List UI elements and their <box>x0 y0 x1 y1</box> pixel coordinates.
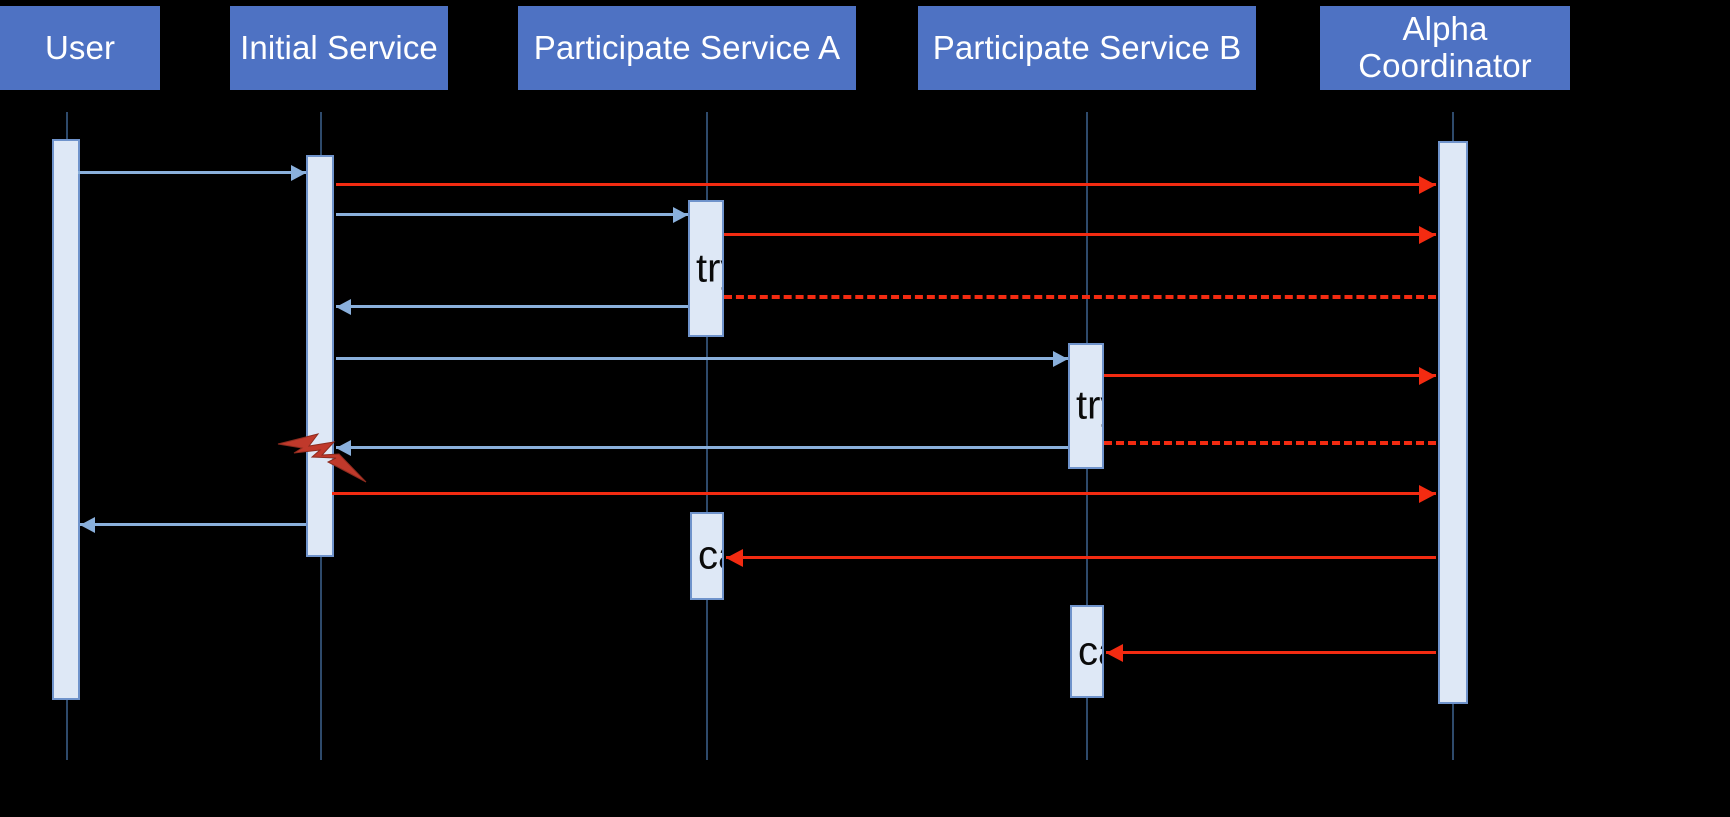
arrowhead-right-icon <box>1419 226 1436 244</box>
activation-label-service-a-cancel: cancel <box>698 533 722 578</box>
participant-alpha-coordinator[interactable]: Alpha Coordinator <box>1320 6 1570 90</box>
message-shaft <box>78 171 306 174</box>
activation-label-service-a-try: try <box>696 246 722 290</box>
activation-service-b-cancel[interactable]: cancel <box>1070 605 1104 698</box>
arrowhead-left-icon <box>336 299 351 315</box>
activation-alpha-coordinator[interactable] <box>1438 141 1468 704</box>
arrowhead-right-icon <box>673 207 688 223</box>
activation-initial-service[interactable] <box>306 155 334 557</box>
message-shaft <box>80 523 306 526</box>
message-shaft <box>336 305 688 308</box>
arrowhead-left-icon <box>1106 644 1123 662</box>
activation-service-a-cancel[interactable]: cancel <box>690 512 724 600</box>
arrowhead-left-icon <box>336 440 351 456</box>
activation-service-a-try[interactable]: try <box>688 200 724 337</box>
message-shaft <box>724 233 1436 236</box>
message-shaft <box>1104 441 1436 445</box>
arrowhead-right-icon <box>291 165 306 181</box>
message-shaft <box>724 295 1436 299</box>
message-shaft <box>336 183 1436 186</box>
arrowhead-left-icon <box>726 549 743 567</box>
activation-service-b-try[interactable]: try <box>1068 343 1104 469</box>
arrowhead-right-icon <box>1419 367 1436 385</box>
arrowhead-left-icon <box>80 517 95 533</box>
activation-label-service-b-try: try <box>1076 383 1102 428</box>
arrowhead-right-icon <box>1053 351 1068 367</box>
message-shaft <box>336 357 1068 360</box>
participant-user[interactable]: User <box>0 6 160 90</box>
activation-label-service-b-cancel: cancel <box>1078 629 1102 673</box>
message-shaft <box>1104 374 1436 377</box>
activation-user[interactable] <box>52 139 80 700</box>
message-shaft <box>332 492 1436 495</box>
participant-initial-service[interactable]: Initial Service <box>230 6 448 90</box>
participant-participate-service-a[interactable]: Participate Service A <box>518 6 856 90</box>
lifeline-service-a <box>706 112 708 760</box>
participant-participate-service-b[interactable]: Participate Service B <box>918 6 1256 90</box>
message-shaft <box>726 556 1436 559</box>
arrowhead-right-icon <box>1419 485 1436 503</box>
message-shaft <box>336 446 1068 449</box>
message-shaft <box>336 213 688 216</box>
message-shaft <box>1106 651 1436 654</box>
arrowhead-right-icon <box>1419 176 1436 194</box>
